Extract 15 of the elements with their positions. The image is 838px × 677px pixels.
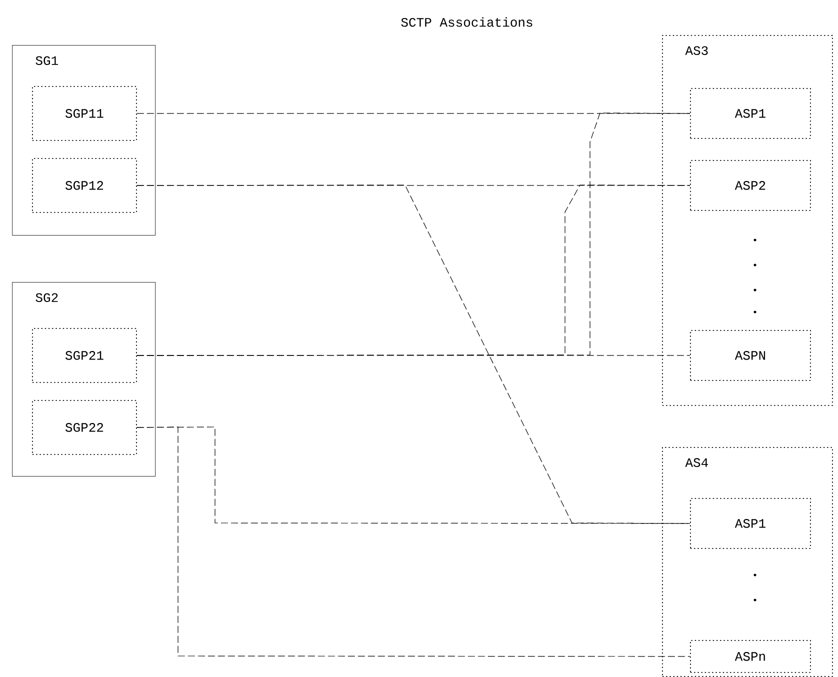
connector-line [136, 426, 690, 524]
process-box: SGP11 [32, 86, 137, 141]
connector-line [136, 426, 690, 657]
connector-line [136, 112, 690, 356]
process-box: ASP1 [690, 88, 811, 139]
process-box: ASPN [690, 330, 811, 381]
process-box: ASP2 [690, 160, 811, 211]
process-box: ASP1 [690, 498, 811, 549]
connector-line [136, 113, 690, 114]
title: SCTP Associations [401, 17, 532, 27]
process-box: ASPn [690, 640, 811, 673]
process-box: SGP21 [32, 328, 137, 383]
process-box: SGP12 [32, 158, 137, 213]
connector-line [136, 184, 690, 524]
process-box: SGP22 [32, 400, 137, 455]
